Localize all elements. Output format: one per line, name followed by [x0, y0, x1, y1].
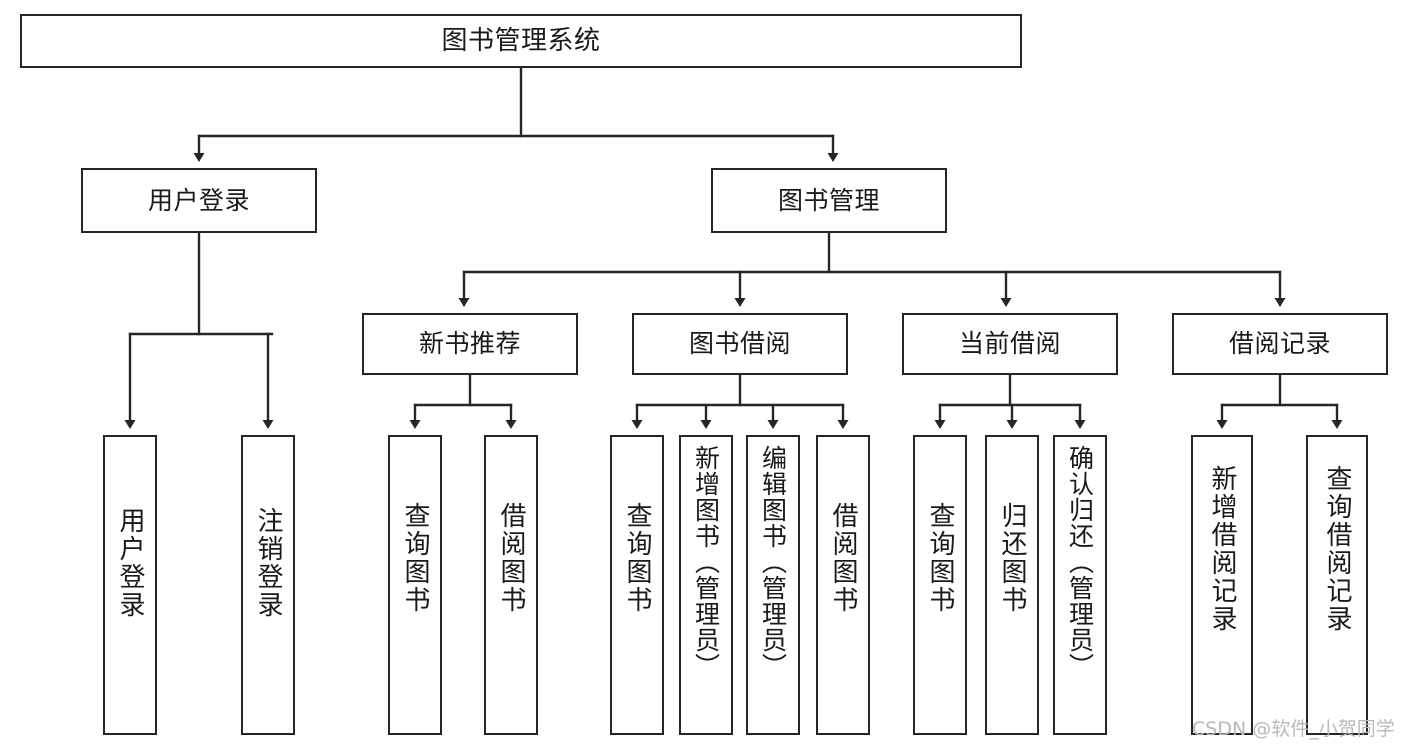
node-leaf-borrow-book-2[interactable]: 借阅图书	[816, 435, 870, 735]
node-leaf-user-login[interactable]: 用户登录	[103, 435, 157, 735]
node-leaf-query-book-1-label: 查询图书	[400, 502, 430, 614]
node-current-borrow[interactable]: 当前借阅	[902, 313, 1118, 375]
csdn-watermark: CSDN @软件_小贺同学	[1192, 718, 1395, 740]
node-leaf-query-book-1[interactable]: 查询图书	[388, 435, 442, 735]
node-leaf-query-record-label: 查询借阅记录	[1322, 465, 1352, 633]
node-leaf-confirm-return[interactable]: 确认归还（管理员）	[1053, 435, 1107, 735]
node-leaf-query-book-2[interactable]: 查询图书	[610, 435, 664, 735]
node-leaf-user-login-label: 用户登录	[115, 507, 145, 619]
node-leaf-user-logout[interactable]: 注销登录	[241, 435, 295, 735]
node-borrow-record[interactable]: 借阅记录	[1172, 313, 1388, 375]
node-leaf-query-book-3[interactable]: 查询图书	[913, 435, 967, 735]
node-leaf-query-book-3-label: 查询图书	[925, 502, 955, 614]
node-new-book-rec[interactable]: 新书推荐	[362, 313, 578, 375]
node-leaf-borrow-book-1-label: 借阅图书	[496, 502, 526, 614]
node-new-book-rec-label: 新书推荐	[418, 329, 521, 359]
node-leaf-edit-book-label: 编辑图书（管理员）	[758, 445, 788, 679]
node-leaf-query-record[interactable]: 查询借阅记录	[1306, 435, 1368, 735]
node-book-borrow-label: 图书借阅	[688, 329, 791, 359]
node-borrow-record-label: 借阅记录	[1228, 329, 1331, 359]
node-user-login[interactable]: 用户登录	[81, 168, 317, 233]
node-root-label: 图书管理系统	[441, 25, 601, 56]
node-leaf-add-book-label: 新增图书（管理员）	[691, 445, 721, 679]
node-leaf-query-book-2-label: 查询图书	[622, 502, 652, 614]
node-leaf-borrow-book-1[interactable]: 借阅图书	[484, 435, 538, 735]
node-leaf-return-book[interactable]: 归还图书	[985, 435, 1039, 735]
node-leaf-add-book[interactable]: 新增图书（管理员）	[679, 435, 733, 735]
node-leaf-user-logout-label: 注销登录	[253, 507, 283, 619]
node-book-manage-label: 图书管理	[777, 185, 880, 215]
node-book-manage[interactable]: 图书管理	[711, 168, 947, 233]
node-user-login-label: 用户登录	[147, 185, 250, 215]
node-leaf-add-record[interactable]: 新增借阅记录	[1191, 435, 1253, 735]
node-leaf-edit-book[interactable]: 编辑图书（管理员）	[746, 435, 800, 735]
node-leaf-borrow-book-2-label: 借阅图书	[828, 502, 858, 614]
node-leaf-add-record-label: 新增借阅记录	[1207, 465, 1237, 633]
node-root[interactable]: 图书管理系统	[20, 14, 1022, 68]
node-leaf-return-book-label: 归还图书	[997, 502, 1027, 614]
node-current-borrow-label: 当前借阅	[958, 329, 1061, 359]
node-book-borrow[interactable]: 图书借阅	[632, 313, 848, 375]
node-leaf-confirm-return-label: 确认归还（管理员）	[1065, 445, 1095, 679]
